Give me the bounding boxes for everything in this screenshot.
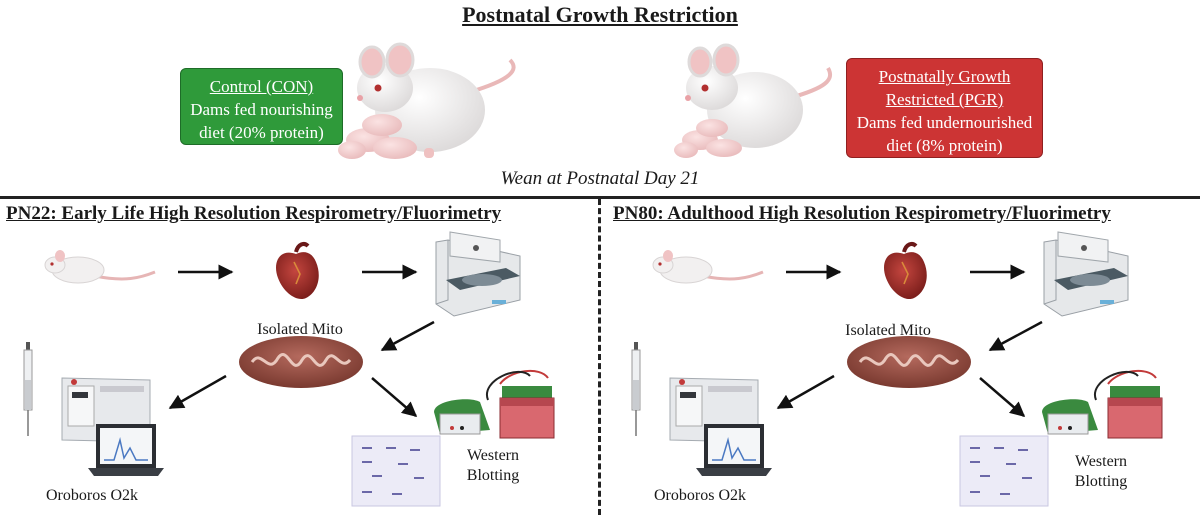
wean-label: Wean at Postnatal Day 21 (500, 168, 700, 189)
control-group-box: Control (CON) Dams fed nourishing diet (… (180, 68, 343, 145)
left-oroboros-label: Oroboros O2k (46, 487, 138, 504)
pgr-group-line1: Dams fed undernourished (856, 113, 1033, 132)
pups-pgr-icon (674, 119, 742, 158)
dam-mouse-con-icon (357, 42, 516, 158)
page-title: Postnatal Growth Restriction (462, 2, 738, 27)
pups-con-icon (338, 114, 417, 159)
right-western-label-line1: Western (1074, 453, 1128, 470)
control-group-line1: Dams fed nourishing (190, 100, 333, 119)
right-isolated-mito-label: Isolated Mito (845, 322, 931, 339)
right-oroboros-label: Oroboros O2k (654, 487, 746, 504)
vertical-dashed-divider (598, 199, 601, 515)
section-right-title: PN80: Adulthood High Resolution Respirom… (613, 203, 1111, 224)
control-group-line2: diet (20% protein) (199, 123, 324, 142)
left-western-label-line1: Western (466, 447, 520, 464)
section-left-title: PN22: Early Life High Resolution Respiro… (6, 203, 502, 224)
pgr-group-box: Postnatally Growth Restricted (PGR) Dams… (846, 58, 1043, 158)
left-western-label-line2: Blotting (466, 467, 520, 484)
control-group-title: Control (CON) (209, 77, 314, 96)
right-western-label-line2: Blotting (1074, 473, 1128, 490)
dam-mouse-pgr-icon (685, 43, 832, 148)
left-isolated-mito-label: Isolated Mito (257, 321, 343, 338)
pgr-group-title-line1: Postnatally Growth (878, 67, 1011, 86)
pgr-group-title-line2: Restricted (PGR) (885, 90, 1004, 109)
horizontal-divider (0, 196, 1200, 199)
pgr-group-line2: diet (8% protein) (886, 136, 1003, 155)
top-illustration (338, 42, 832, 159)
